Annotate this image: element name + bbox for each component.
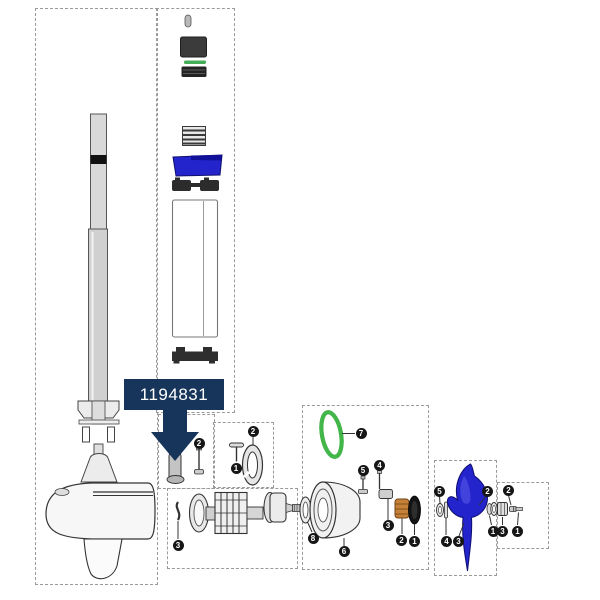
callout-seal: 1: [409, 535, 420, 547]
callout-prop-pin: 4: [441, 535, 452, 547]
box-motor-assembly: [35, 8, 158, 585]
callout-prop-hub: 2: [482, 485, 493, 497]
callout-prop-blade: 3: [453, 535, 464, 547]
callout-brass: 2: [396, 534, 407, 546]
box-propeller: [434, 460, 497, 576]
callout-bushing: 3: [382, 520, 394, 531]
box-brush: [158, 414, 215, 489]
callout-armature-key: 3: [172, 539, 184, 551]
callout-endcap-pin-a: 5: [357, 464, 369, 476]
part-number-label[interactable]: 1194831: [124, 379, 224, 410]
callout-clip-pin: 1: [230, 462, 242, 474]
callout-nut-pin: 2: [503, 484, 514, 496]
callout-end-bell: 6: [338, 546, 350, 557]
callout-endcap-pin-b: 4: [374, 460, 385, 471]
callout-prop-washer: 5: [434, 485, 445, 497]
callout-oring: 7: [355, 427, 367, 439]
callout-nut-nut: 3: [497, 525, 508, 537]
box-endcap: [302, 405, 429, 570]
box-armature: [167, 488, 298, 569]
callout-nut-cotter: 1: [512, 525, 523, 537]
box-top-parts: [156, 8, 235, 413]
box-clip: [213, 422, 274, 488]
callout-washer: 8: [307, 532, 319, 544]
callout-nut-washer: 1: [487, 525, 499, 537]
callout-brush-pin: 2: [193, 437, 205, 449]
callout-clip-ring: 2: [247, 425, 259, 437]
